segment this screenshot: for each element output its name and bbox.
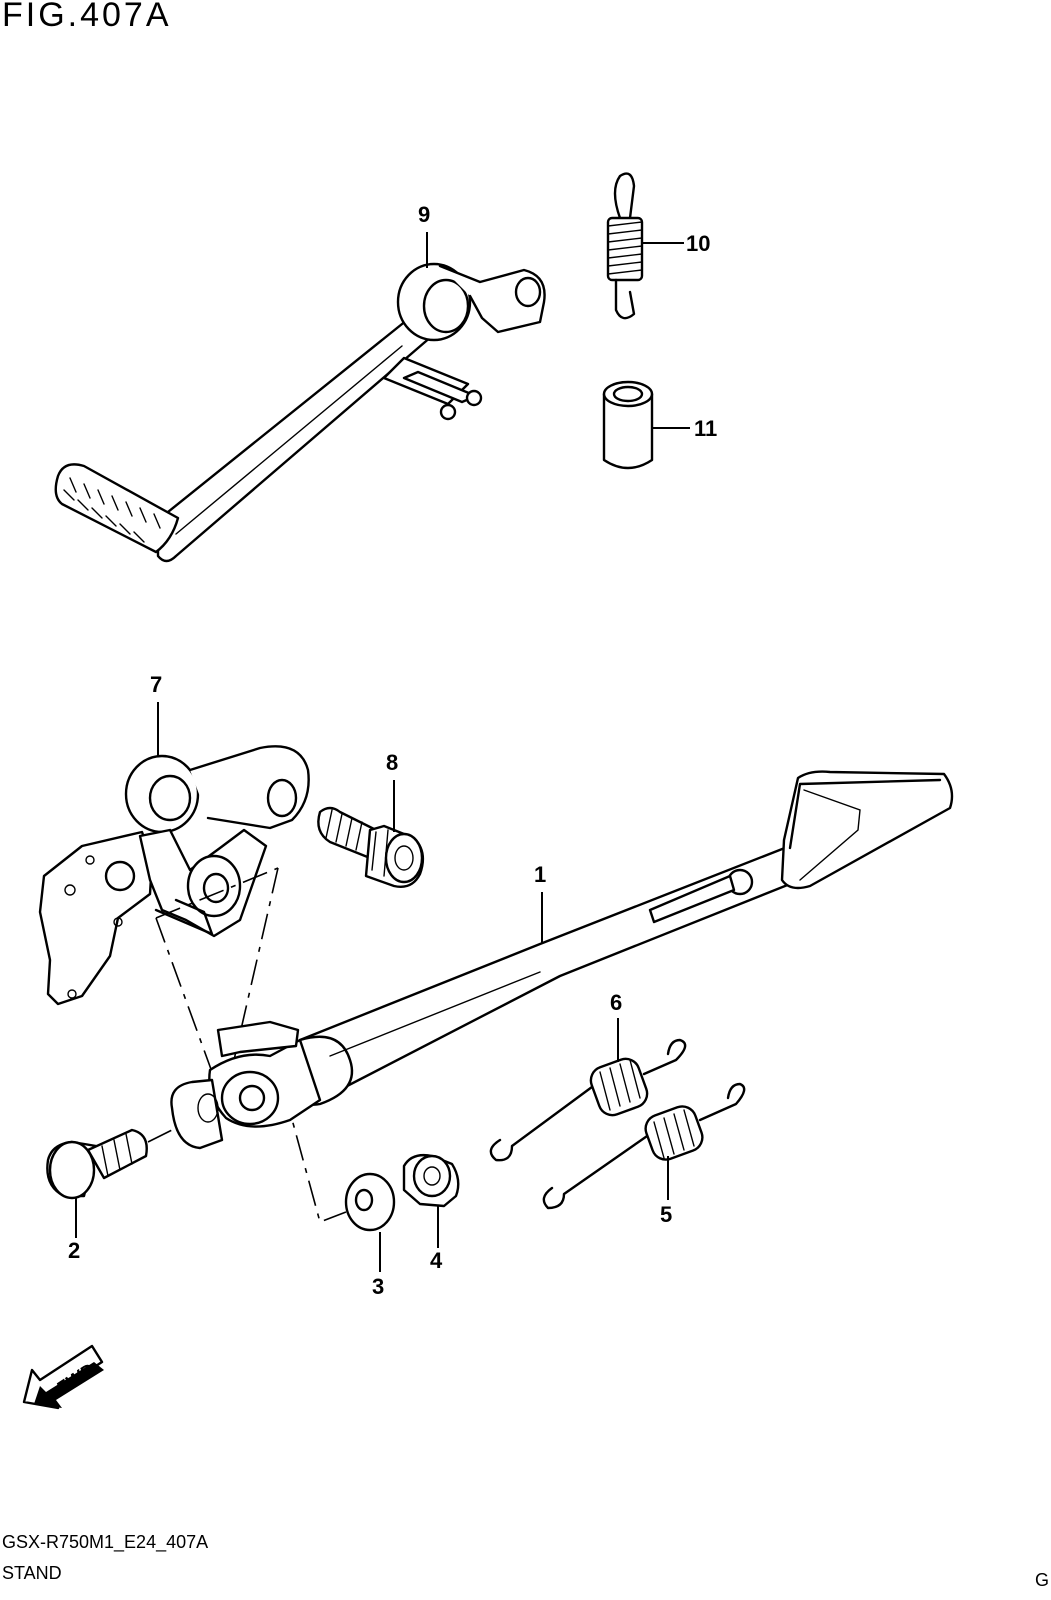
callout-label-6: 6 [610,990,622,1015]
callout-5: 5 [660,1156,672,1227]
diagram-code: GSX-R750M1_E24_407A [2,1532,209,1552]
part-10-spring[interactable] [606,172,644,320]
callout-label-4: 4 [430,1248,443,1273]
callout-2: 2 [68,1198,80,1263]
part-1-side-stand[interactable] [170,770,954,1150]
part-6-spring[interactable] [489,1038,687,1162]
part-7-stand-bracket[interactable] [38,745,310,1006]
callout-11: 11 [652,416,717,441]
corner-mark: G [1035,1570,1050,1590]
fwd-direction-arrow: FWD [22,1344,104,1410]
callout-label-9: 9 [418,202,430,227]
part-11-collar[interactable] [602,380,654,470]
callout-3: 3 [372,1232,384,1299]
callout-10: 10 [642,231,710,256]
callout-7: 7 [150,672,162,756]
part-5-spring[interactable] [542,1082,746,1210]
callout-label-5: 5 [660,1202,672,1227]
callout-label-11: 11 [694,416,717,441]
callout-9: 9 [418,202,430,268]
callout-4: 4 [430,1206,443,1273]
callout-label-7: 7 [150,672,162,697]
callout-label-8: 8 [386,750,398,775]
part-9-shift-lever[interactable] [54,262,546,563]
part-4-nut[interactable] [402,1153,460,1208]
part-2-pivot-bolt[interactable] [46,1128,148,1200]
part-8-bolt[interactable] [317,806,425,888]
callout-label-2: 2 [68,1238,80,1263]
callout-label-3: 3 [372,1274,384,1299]
figure-title: FIG.407A [2,0,172,34]
part-3-washer[interactable] [344,1172,396,1232]
callout-1: 1 [534,862,546,944]
callout-8: 8 [386,750,398,832]
callout-label-10: 10 [686,231,710,256]
callout-6: 6 [610,990,622,1062]
section-name: STAND [2,1563,62,1583]
callout-label-1: 1 [534,862,546,887]
